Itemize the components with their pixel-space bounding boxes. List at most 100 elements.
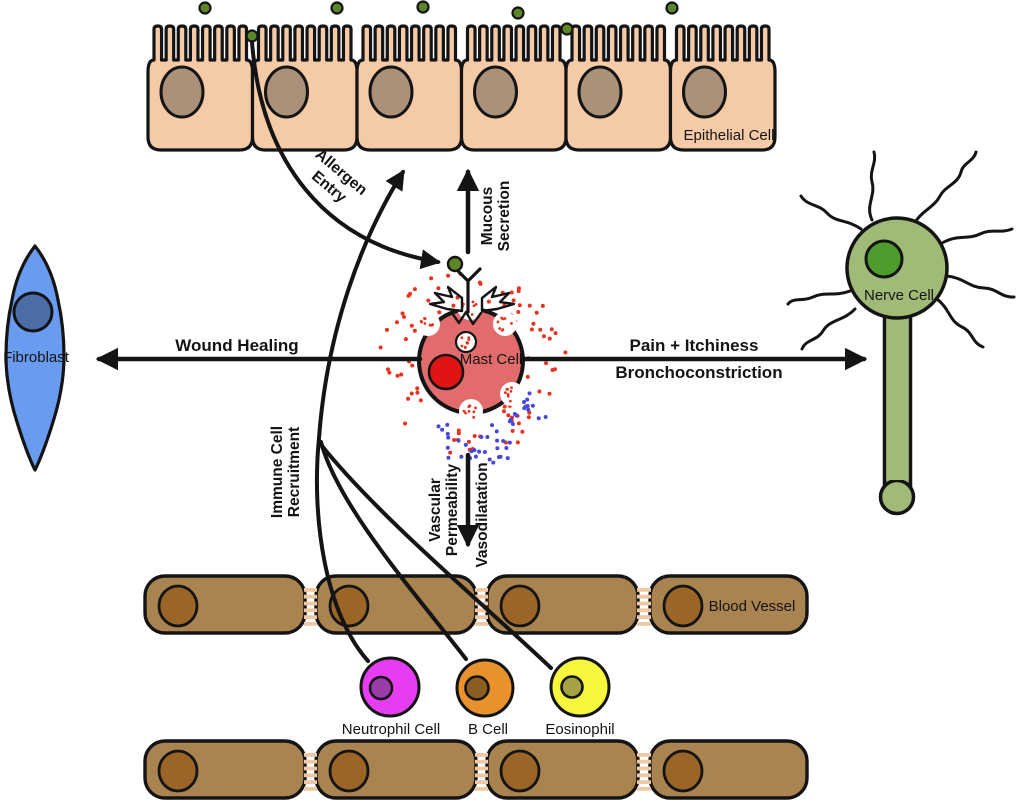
histamine-dot-red (415, 390, 420, 395)
nerve-nucleus (864, 239, 904, 279)
histamine-dot-red (437, 310, 442, 315)
histamine-dot-red (544, 361, 549, 366)
epithelial-nucleus (473, 65, 518, 119)
vessel-junction-stripe (637, 588, 651, 592)
granule-stipple (468, 404, 472, 408)
mediator-dot-blue (487, 457, 492, 462)
vessel-junction-stripe (304, 787, 317, 791)
vessel-junction-stripe (637, 773, 651, 778)
mediator-dot-blue (436, 424, 441, 429)
granule-stipple (471, 300, 475, 304)
allergen-dot (330, 1, 344, 15)
vessel-junction-stripe (475, 759, 488, 764)
histamine-dot-red (541, 334, 546, 339)
mediator-dot-blue (469, 449, 474, 454)
histamine-dot-red (537, 389, 542, 394)
mediator-dots (378, 271, 568, 465)
mediator-dot-blue (477, 449, 482, 454)
recruitment-curve-eosinophil (320, 444, 553, 670)
receptor-wing-left (428, 285, 464, 313)
granule-stipple (506, 387, 509, 391)
histamine-dot-red (394, 320, 399, 325)
histamine-dot-red (395, 373, 400, 378)
receptor-base-zigzag (450, 310, 483, 326)
vessel-junction-stripe (637, 766, 651, 771)
histamine-dot-red (549, 327, 554, 332)
mediator-dot-blue (543, 415, 548, 420)
neutrophil-nucleus (368, 675, 394, 701)
granule-stipple (423, 317, 427, 321)
histamine-dot-red (553, 331, 558, 336)
granule-stipple (467, 336, 471, 340)
mediator-dot-blue (473, 454, 478, 459)
epithelial-cell-row (146, 24, 777, 152)
nerve-dendrite (935, 297, 985, 349)
mediator-dot-blue (459, 454, 464, 459)
vessel-junction-stripe (304, 594, 317, 599)
histamine-dot-red (563, 350, 568, 355)
vessel-junction-stripe (475, 615, 488, 619)
vessel-junction-stripe (304, 608, 317, 613)
histamine-dot-red (400, 311, 405, 316)
ige-receptor (428, 255, 516, 326)
svg-text:Immune Cell: Immune Cell (269, 426, 286, 518)
histamine-dot-red (509, 290, 514, 295)
histamine-dot-red (418, 398, 423, 403)
vessel-junction-stripe (475, 766, 488, 771)
histamine-dot-red (451, 303, 456, 308)
immune-recruitment-label: Immune Cell Recruitment (269, 426, 303, 518)
histamine-dot-red (511, 298, 516, 303)
vessel-junction-stripe (475, 594, 488, 599)
allergen-entry-label: Allergen Entry (308, 146, 370, 206)
mediator-dot-blue (495, 438, 500, 443)
mast-cell: Mast Cell (378, 255, 568, 465)
mediator-dot-blue (530, 403, 535, 408)
nerve-dendrite (786, 289, 852, 306)
allergen-dot (198, 1, 212, 15)
b-cell-label: B Cell (468, 721, 508, 738)
vessel-junction-stripe (304, 766, 317, 771)
histamine-dot-red (547, 336, 552, 341)
vessel-junction-stripe (304, 588, 317, 592)
vessel-junction-stripe (637, 753, 651, 757)
granule-stipple (464, 411, 467, 415)
vessel-nucleus (499, 749, 541, 793)
histamine-dot-red (538, 327, 543, 332)
epithelial-nucleus (159, 65, 205, 119)
histamine-dot-red (446, 273, 451, 278)
vessel-junction-stripe (304, 622, 317, 626)
epithelial-cell-label: Epithelial Cell (684, 127, 775, 144)
fibroblast-cell: Fibroblast (3, 244, 70, 472)
histamine-dot-red (412, 328, 417, 333)
histamine-dot-red (402, 314, 407, 319)
histamine-dot-red (531, 321, 536, 326)
histamine-dot-red (426, 298, 431, 303)
vessel-junction-stripe (637, 594, 651, 599)
mediator-dot-blue (527, 391, 532, 396)
bronchoconstriction-label: Bronchoconstriction (615, 363, 782, 382)
mediator-dot-blue (482, 450, 487, 455)
mediator-dot-blue (445, 445, 450, 450)
histamine-dot-red (409, 323, 414, 328)
histamine-dot-red (516, 286, 521, 291)
vessel-junction-stripe (637, 615, 651, 619)
vessel-junction-stripe (637, 608, 651, 613)
vessel-junction-stripe (475, 787, 488, 791)
fibroblast-nucleus (12, 291, 54, 333)
mediator-dot-blue (490, 423, 495, 428)
histamine-dot-red (527, 303, 532, 308)
mediator-dot-blue (514, 413, 519, 418)
nerve-dendrite (800, 307, 857, 351)
nerve-dendrites (786, 150, 1016, 351)
vessel-junction-stripe (475, 753, 488, 757)
svg-text:Permeability: Permeability (444, 464, 461, 557)
svg-text:Secretion: Secretion (496, 181, 513, 252)
histamine-dot-red (527, 410, 532, 415)
epithelial-nucleus (577, 65, 623, 119)
histamine-dot-red (403, 337, 408, 342)
vessel-junction-stripe (475, 773, 488, 778)
allergen-dots (198, 0, 679, 43)
histamine-dot-red (520, 429, 525, 434)
histamine-dot-red (399, 372, 404, 377)
granule-stipple (467, 409, 471, 413)
